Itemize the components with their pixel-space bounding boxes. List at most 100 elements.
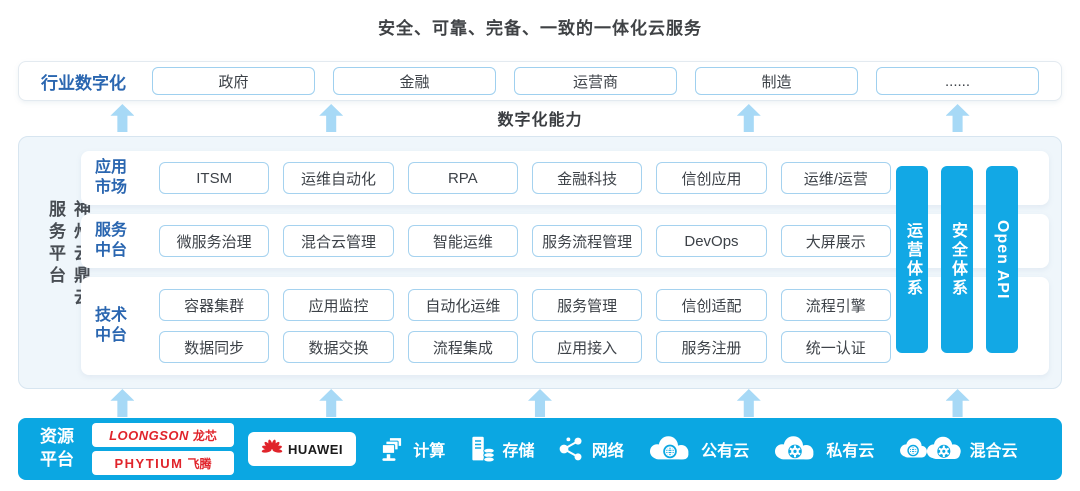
hybrid-cloud-icon [899, 436, 961, 459]
huawei-flower-icon [261, 439, 283, 453]
up-arrow-icon [736, 104, 761, 132]
resource-platform-bar: 资源 平台 LOONGSON 龙芯 PHYTIUM 飞腾 [18, 418, 1062, 480]
chip: ITSM [159, 162, 270, 194]
digital-capability-label: 数字化能力 [497, 112, 583, 129]
open-api-bar: Open API [986, 166, 1018, 353]
phytium-logo: PHYTIUM 飞腾 [92, 451, 234, 475]
arrow-slot [227, 102, 436, 134]
resource-storage: 存储 [468, 434, 535, 464]
arrow-slot [853, 102, 1062, 134]
resource-label: 计算 [413, 443, 446, 460]
resource-compute: 计算 [378, 434, 445, 464]
security-system-bar: 安全体系 [941, 166, 973, 353]
chip: 金融科技 [531, 162, 643, 194]
resource-platform-label: 资源 平台 [40, 427, 74, 469]
chip: RPA [407, 162, 518, 194]
industry-row-label: 行业数字化 [41, 73, 126, 93]
up-arrow-icon [110, 104, 135, 132]
compute-icon [382, 437, 403, 461]
chip: 服务流程管理 [531, 225, 643, 257]
tech-middle-chips-top: 容器集群 应用监控 自动化运维 服务管理 信创适配 流程引擎 [159, 289, 891, 321]
resource-items: 计算 存储 [356, 434, 1040, 464]
cloud-platform-panel: 神州云鼎云服务平台 应用 市场 ITSM 运维自动化 RPA 金融科技 信创应用… [18, 136, 1062, 389]
arrow-slot [18, 389, 227, 417]
service-middle-chips: 微服务治理 混合云管理 智能运维 服务流程管理 DevOps 大屏展示 [159, 225, 891, 257]
resource-label: 公有云 [701, 443, 750, 460]
app-market-chips: ITSM 运维自动化 RPA 金融科技 信创应用 运维/运营 [159, 162, 891, 194]
capability-arrow-row: 数字化能力 [18, 102, 1062, 134]
service-middle-label: 服务 中台 [95, 222, 128, 259]
industry-box-operator: 运营商 [514, 67, 677, 95]
cpu-vendor-logos: LOONGSON 龙芯 PHYTIUM 飞腾 [92, 423, 234, 475]
chip: 统一认证 [780, 331, 891, 363]
phytium-logo-cn: 飞腾 [187, 456, 212, 471]
industry-box-finance: 金融 [333, 67, 496, 95]
loongson-logo-text: LOONGSON [109, 427, 189, 443]
chip: 自动化运维 [407, 289, 518, 321]
loongson-logo-cn: 龙芯 [192, 428, 217, 443]
up-arrow-icon [319, 104, 344, 132]
industry-boxes: 政府 金融 运营商 制造 ...... [152, 67, 1039, 95]
industry-box-manufacturing: 制造 [695, 67, 858, 95]
up-arrow-icon [527, 389, 552, 417]
tech-middle-row: 技术 中台 容器集群 应用监控 自动化运维 服务管理 信创适配 流程引擎 数据同… [81, 277, 1049, 375]
chip: 应用接入 [531, 331, 643, 363]
tech-middle-chipstack: 容器集群 应用监控 自动化运维 服务管理 信创适配 流程引擎 数据同步 数据交换… [159, 289, 891, 363]
industry-box-more: ...... [876, 67, 1039, 95]
resource-arrow-row [18, 389, 1062, 417]
platform-rows: 应用 市场 ITSM 运维自动化 RPA 金融科技 信创应用 运维/运营 服务 … [81, 151, 1049, 375]
storage-icon [471, 436, 495, 463]
arrow-slot [436, 389, 645, 417]
up-arrow-icon [319, 389, 344, 417]
private-cloud-icon [775, 436, 814, 460]
resource-public-cloud: 公有云 [646, 434, 749, 464]
chip: 智能运维 [407, 225, 518, 257]
chip: 运维自动化 [283, 162, 394, 194]
up-arrow-icon [945, 389, 970, 417]
phytium-logo-text: PHYTIUM [114, 455, 184, 471]
chip: 服务注册 [656, 331, 767, 363]
arrow-slot [227, 389, 436, 417]
tech-middle-label: 技术 中台 [95, 307, 128, 344]
public-cloud-icon [650, 436, 689, 460]
up-arrow-icon [945, 104, 970, 132]
chip: 应用监控 [283, 289, 394, 321]
chip: 混合云管理 [283, 225, 394, 257]
loongson-logo: LOONGSON 龙芯 [92, 423, 234, 447]
chip: 容器集群 [159, 289, 270, 321]
arrow-slot: 数字化能力 [436, 102, 645, 134]
huawei-logo-text: HUAWEI [288, 441, 343, 457]
page-title: 安全、可靠、完备、一致的一体化云服务 [378, 19, 702, 38]
huawei-logo: HUAWEI [248, 432, 356, 466]
tech-middle-chips-bottom: 数据同步 数据交换 流程集成 应用接入 服务注册 统一认证 [159, 331, 891, 363]
resource-label: 存储 [502, 443, 535, 460]
chip: 服务管理 [531, 289, 643, 321]
chip: 大屏展示 [780, 225, 891, 257]
chip: 数据同步 [159, 331, 270, 363]
arrow-slot [644, 102, 853, 134]
chip: 数据交换 [283, 331, 394, 363]
resource-label: 混合云 [969, 443, 1018, 460]
chip: 微服务治理 [159, 225, 270, 257]
app-market-row: 应用 市场 ITSM 运维自动化 RPA 金融科技 信创应用 运维/运营 [81, 151, 1049, 205]
app-market-label: 应用 市场 [95, 159, 128, 196]
chip: 运维/运营 [780, 162, 891, 194]
chip: DevOps [656, 225, 767, 257]
chip: 信创适配 [656, 289, 767, 321]
resource-private-cloud: 私有云 [771, 434, 874, 464]
network-icon [559, 437, 582, 461]
resource-label: 私有云 [826, 443, 875, 460]
arrow-slot [18, 102, 227, 134]
up-arrow-icon [736, 389, 761, 417]
resource-label: 网络 [591, 443, 624, 460]
chip: 流程引擎 [780, 289, 891, 321]
resource-network: 网络 [557, 434, 624, 464]
arrow-slot [644, 389, 853, 417]
arrow-slot [853, 389, 1062, 417]
operation-system-bar: 运营体系 [896, 166, 928, 353]
industry-box-government: 政府 [152, 67, 315, 95]
up-arrow-icon [110, 389, 135, 417]
chip: 信创应用 [656, 162, 767, 194]
industry-row: 行业数字化 政府 金融 运营商 制造 ...... [18, 61, 1062, 101]
